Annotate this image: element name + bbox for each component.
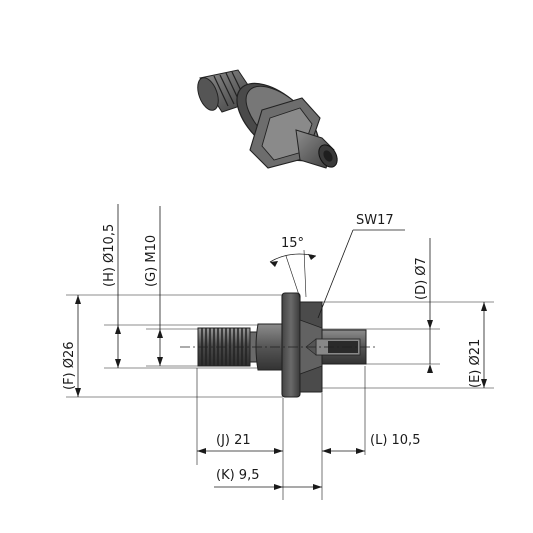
isometric-part-view xyxy=(197,69,338,169)
section-part-view xyxy=(197,292,367,398)
dim-label-l-length: (L) 10,5 xyxy=(370,433,420,448)
dim-label-d-pin: (D) Ø7 xyxy=(414,257,429,300)
dim-label-e-hex: (E) Ø21 xyxy=(468,339,483,388)
dim-label-f-flange: (F) Ø26 xyxy=(62,341,77,390)
dim-label-wrench-size: SW17 xyxy=(356,213,394,228)
dim-label-g-thread: (G) M10 xyxy=(144,235,159,287)
dim-label-h-bore: (H) Ø10,5 xyxy=(102,224,117,287)
dim-label-k-length: (K) 9,5 xyxy=(216,468,259,483)
dimension-lines xyxy=(66,204,494,500)
dim-label-j-length: (J) 21 xyxy=(216,433,251,448)
dim-label-angle: 15° xyxy=(281,236,304,251)
